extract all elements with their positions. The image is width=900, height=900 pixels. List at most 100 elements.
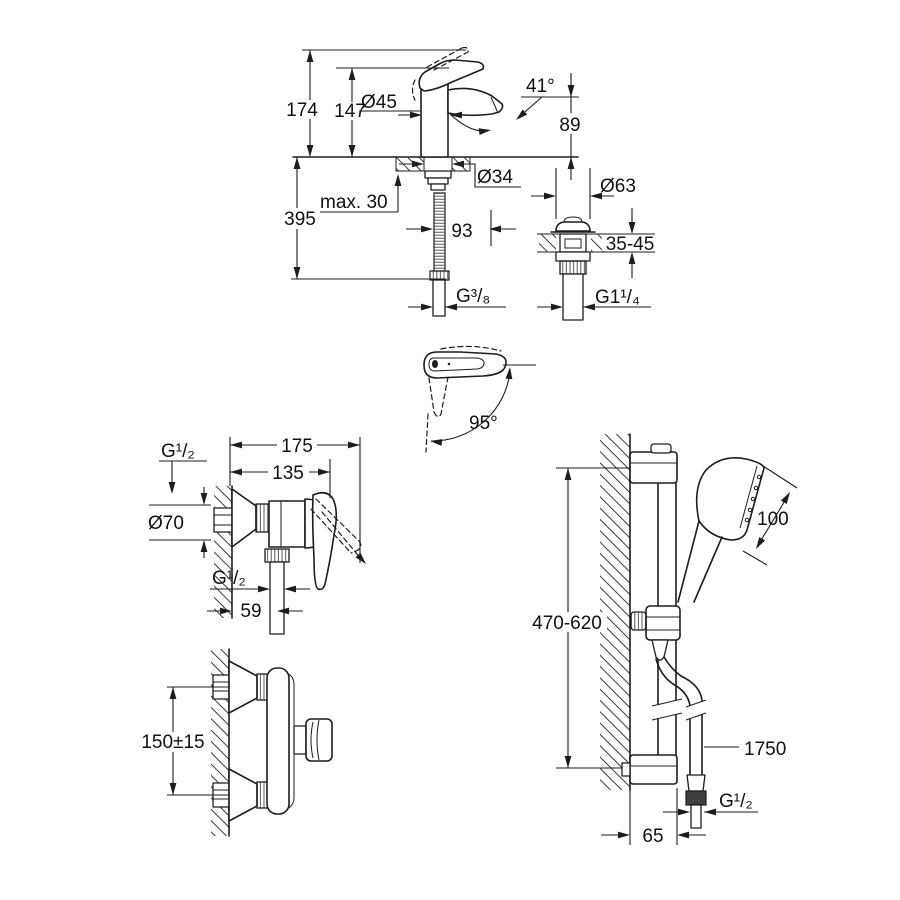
dim-label-3545: 35-45	[606, 234, 655, 255]
valve-body	[559, 233, 587, 253]
hose-cone-fitting	[686, 774, 706, 792]
lever-swing-line	[321, 511, 363, 561]
outlet-cylinder	[305, 718, 333, 762]
dim-wall-offset: 65	[601, 788, 706, 847]
dim-outlet-thread: G¹/₂	[210, 568, 310, 593]
dim-label-147: 147	[334, 101, 366, 122]
dim-base-diameter: Ø45	[359, 92, 471, 119]
dim-projection: 93	[406, 210, 516, 246]
dim-outlet-offset: 59	[207, 601, 303, 622]
hand-shower-grip	[677, 520, 723, 603]
dim-label-d63: Ø63	[600, 176, 636, 197]
hose-end-pipe	[690, 804, 702, 829]
dim-max-deck: max. 30	[317, 174, 402, 213]
dim-depth-total: 175	[229, 436, 361, 563]
lever-raised-dashed	[426, 46, 469, 71]
dim-label-d70: Ø70	[148, 513, 184, 534]
valve-locknut	[559, 260, 587, 275]
dim-label-150: 150±15	[141, 732, 204, 753]
rail-bracket-top	[629, 451, 678, 484]
valve-cap-knob	[563, 216, 583, 223]
mixer-body-front	[266, 667, 290, 815]
valve-body-detail	[564, 238, 582, 249]
valve-flange	[555, 251, 591, 262]
union-nut	[255, 503, 270, 533]
dim-hole-diameter: Ø34	[399, 160, 521, 188]
dim-valve-thread: G1¹/₄	[537, 287, 651, 311]
outlet-step	[293, 725, 307, 755]
dim-label-470-620: 470-620	[532, 613, 602, 634]
dim-label-59: 59	[240, 601, 261, 622]
lever-top-inner	[428, 357, 485, 372]
union-hex-flats	[214, 514, 232, 526]
shower-hose	[655, 656, 703, 776]
dim-label-95: 95°	[469, 413, 498, 434]
dim-body-height: 147	[332, 67, 449, 157]
outlet-pipe	[269, 561, 285, 635]
hose-break	[685, 699, 707, 721]
dim-bar-range: 470-620	[529, 468, 607, 768]
lever-rotated-dashed	[428, 376, 449, 418]
dim-label-max30: max. 30	[320, 192, 388, 213]
bracket-knob	[650, 443, 672, 454]
dim-label-395: 395	[284, 209, 316, 230]
mounting-washer	[424, 170, 452, 179]
hose-break-gap	[686, 700, 706, 720]
valve-cap	[555, 221, 591, 232]
slider-knob	[630, 611, 647, 631]
dim-label-g12-bottom: G¹/₂	[212, 568, 246, 589]
mounting-stud	[430, 183, 446, 191]
hose-connector	[432, 279, 446, 317]
lever-arc-dashed	[411, 79, 416, 101]
dim-depth-body: 135	[230, 459, 331, 498]
dim-escutcheon: Ø70	[148, 487, 211, 558]
hex-flats	[213, 681, 229, 692]
shower-set-drawing: 100 470-620 1750 G¹/₂ 65	[529, 433, 798, 847]
dim-label-89: 89	[559, 115, 580, 136]
dim-label-d34: Ø34	[477, 167, 513, 188]
aerator-face	[490, 96, 499, 114]
dim-inlet-spacing: 150±15	[141, 686, 229, 796]
dim-hose-length: 1750	[704, 739, 786, 760]
dim-label-93: 93	[451, 221, 472, 242]
dim-label-135: 135	[272, 463, 304, 484]
hose-nut-dark	[685, 790, 707, 806]
flex-hose	[433, 192, 446, 272]
hand-shower-head	[695, 457, 765, 541]
dim-label-100: 100	[757, 509, 789, 530]
hex-flats	[213, 789, 229, 800]
dim-deck-range: 35-45	[602, 208, 657, 278]
dim-label-g12-hose: G¹/₂	[719, 791, 753, 812]
dim-hose-drop: 395	[280, 157, 446, 280]
spray-face-edge	[739, 465, 758, 529]
outlet-adapter	[264, 548, 290, 563]
basin-mixer-drawing: 174 147 Ø45 41° 89	[280, 46, 586, 317]
dim-flange-diameter: Ø63	[531, 168, 636, 219]
dim-spout-angle: 41°	[513, 76, 579, 123]
dim-label-65: 65	[642, 826, 663, 847]
valve-tailpipe	[562, 273, 584, 321]
union-hex	[213, 507, 233, 533]
rail-bracket-bottom	[629, 754, 678, 785]
mounting-nut	[427, 177, 449, 185]
rail-break	[651, 698, 683, 721]
dim-label-d45: Ø45	[361, 92, 397, 113]
dim-label-175: 175	[281, 436, 313, 457]
dim-head-diameter: 100	[742, 463, 798, 566]
dim-label-1750: 1750	[744, 739, 786, 760]
spray-nozzles	[744, 474, 762, 523]
deck-hatch-left	[539, 234, 556, 252]
bracket-tab	[621, 762, 631, 777]
slider-holder	[645, 605, 681, 641]
wall-hatch	[214, 486, 232, 618]
lever-top-view-drawing: 95°	[423, 345, 536, 453]
dim-inlet-thread: G¹/₂	[159, 441, 207, 494]
outlet-curves	[310, 719, 320, 761]
dim-label-41: 41°	[526, 76, 555, 97]
dim-hose-thread: G¹/₂	[663, 791, 758, 816]
dim-swivel-angle: 95°	[429, 364, 536, 446]
lever-alt-top-dashed	[440, 345, 502, 352]
